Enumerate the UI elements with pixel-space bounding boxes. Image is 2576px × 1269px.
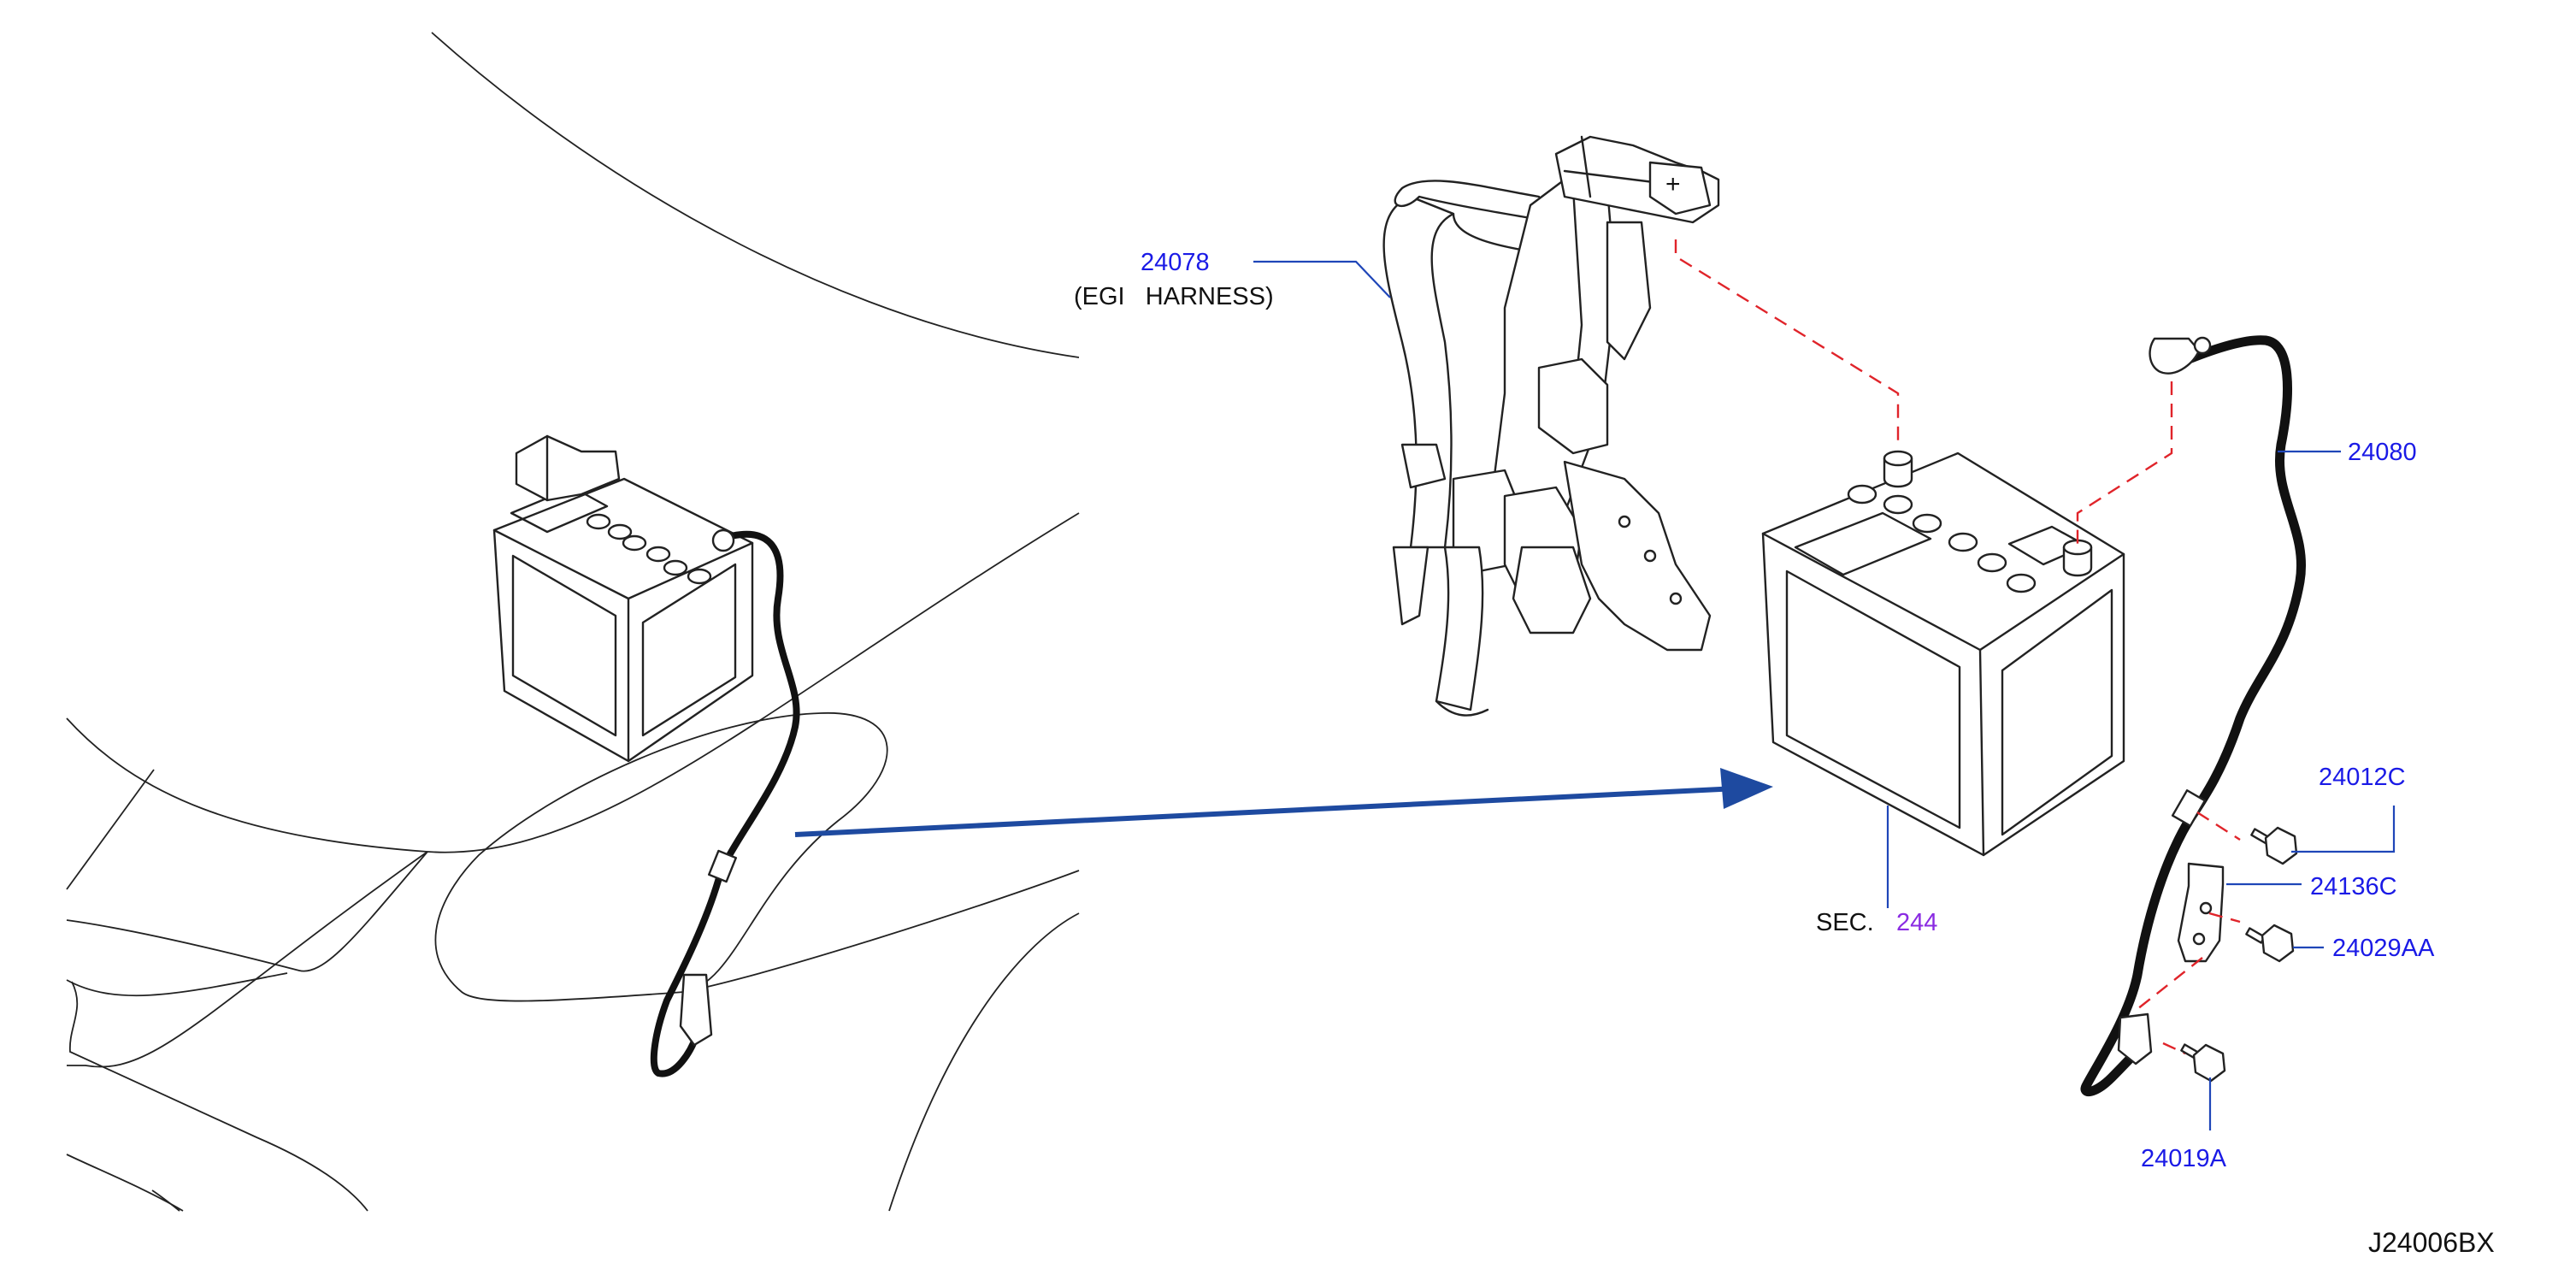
battery-positive-post <box>1883 457 1913 488</box>
callout-24078: 24078 <box>1141 249 1210 276</box>
egi-harness-drawing: + <box>1382 135 1720 717</box>
vehicle-battery-small <box>492 434 800 1077</box>
callout-egi-harness: (EGI HARNESS) <box>1074 283 1274 310</box>
detail-arrow <box>794 768 1773 837</box>
callout-24029aa: 24029AA <box>2332 935 2435 962</box>
callout-sec-prefix: SEC. <box>1816 909 1874 936</box>
callout-24136c: 24136C <box>2310 873 2397 900</box>
bolt-24012c <box>2196 811 2298 865</box>
battery-sec-244 <box>1761 450 2125 857</box>
callout-24019a: 24019A <box>2141 1145 2227 1172</box>
battery-cable-24080 <box>2076 335 2306 1096</box>
drawing-code: J24006BX <box>2368 1227 2495 1258</box>
callout-sec-number: 244 <box>1896 909 1937 936</box>
harness-to-battery-link <box>1674 239 1900 445</box>
plus-terminal-mark: + <box>1665 170 1681 198</box>
callout-24012c: 24012C <box>2319 764 2406 791</box>
battery-negative-post <box>2062 546 2093 577</box>
bolt-24019a <box>2162 1042 2226 1083</box>
callout-24080: 24080 <box>2348 439 2417 466</box>
vehicle-outline <box>66 32 1080 1212</box>
bracket-24136c <box>2137 862 2241 1010</box>
leader-lines <box>1253 260 2396 1130</box>
battery-caps <box>1847 484 2037 593</box>
callout-labels: 24078 (EGI HARNESS) 24080 24012C 24136C … <box>1074 249 2495 1258</box>
small-battery-caps <box>586 513 712 585</box>
bolt-24029aa <box>2245 924 2295 963</box>
cable-to-battery-link <box>2076 359 2173 547</box>
